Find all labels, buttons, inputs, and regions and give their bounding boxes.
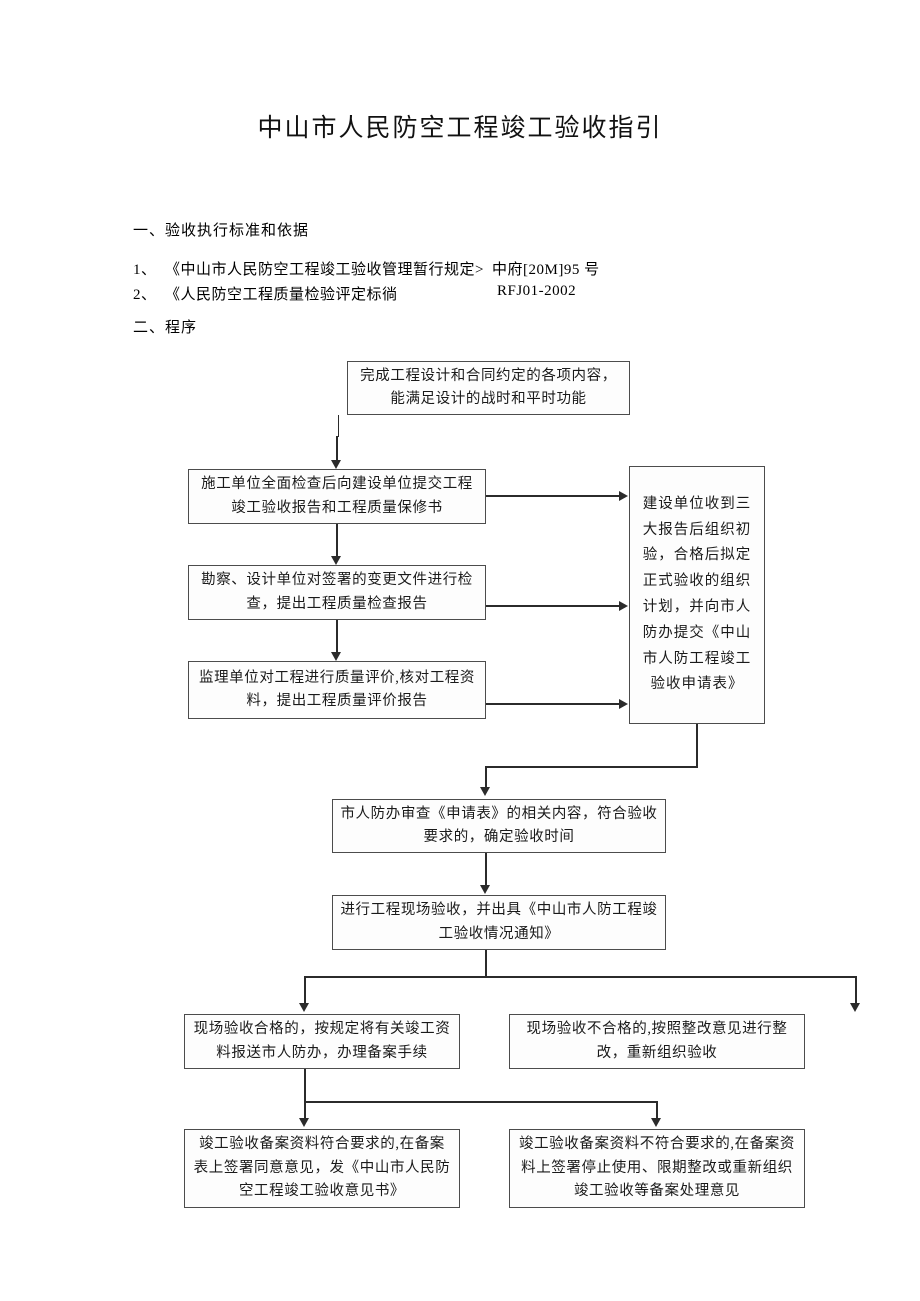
arrow-into-pass-branch (299, 1003, 309, 1012)
arrow-into-fail-branch (850, 1003, 860, 1012)
flow-node-supervision-unit: 监理单位对工程进行质量评价,核对工程资料，提出工程质量评价报告 (188, 661, 486, 719)
flow-node-civil-defense-review: 市人防办审查《申请表》的相关内容，符合验收要求的，确定验收时间 (332, 799, 666, 853)
arrow-into-site-acceptance (480, 885, 490, 894)
connector-site-acceptance-down (485, 950, 487, 977)
connector-start-vertical-stub (337, 415, 340, 437)
flow-node-record-pass: 竣工验收备案资料符合要求的,在备案表上签署同意意见，发《中山市人民防空工程竣工验… (184, 1129, 460, 1208)
reference-code-1: 中府[20M]95 号 (492, 262, 600, 278)
flow-node-construction-owner: 建设单位收到三大报告后组织初验，合格后拟定正式验收的组织计划，并向市人防办提交《… (629, 466, 765, 724)
reference-code-2: RFJ01-2002 (497, 283, 577, 299)
flow-node-survey-design-unit: 勘察、设计单位对签署的变更文件进行检查，提出工程质量检查报告 (188, 565, 486, 620)
section-heading-standards: 一、验收执行标准和依据 (133, 223, 310, 239)
connector-branch-horizontal (304, 976, 857, 978)
flow-node-site-acceptance: 进行工程现场验收，并出具《中山市人防工程竣工验收情况通知》 (332, 895, 666, 950)
connector-record-crosslink (304, 1101, 657, 1103)
arrow-into-construction-unit (331, 460, 341, 469)
connector-supervision-to-owner (486, 703, 620, 705)
connector-owner-to-review-down (485, 766, 487, 790)
arrow-into-owner-from-supervision (619, 698, 628, 709)
section-heading-procedure: 二、程序 (133, 320, 198, 336)
arrow-into-owner-from-survey (619, 600, 628, 611)
arrow-into-owner-from-construction (619, 490, 628, 501)
connector-owner-down (696, 724, 698, 767)
reference-name-2: 《人民防空工程质量检验评定标徜 (165, 287, 398, 303)
flow-node-start: 完成工程设计和合同约定的各项内容，能满足设计的战时和平时功能 (347, 361, 630, 415)
reference-index-2: 2、 (133, 287, 157, 303)
connector-survey-to-owner (486, 605, 620, 607)
arrow-into-record-fail (651, 1118, 661, 1127)
flow-node-fail-branch: 现场验收不合格的,按照整改意见进行整改，重新组织验收 (509, 1014, 805, 1069)
connector-construction-to-survey (336, 524, 338, 556)
flow-node-pass-branch: 现场验收合格的，按规定将有关竣工资料报送市人防办，办理备案手续 (184, 1014, 460, 1069)
connector-start-down (336, 436, 338, 464)
connector-branch-left-down (304, 976, 306, 1006)
flow-node-construction-unit: 施工单位全面检查后向建设单位提交工程竣工验收报告和工程质量保修书 (188, 469, 486, 524)
connector-construction-to-owner (486, 495, 620, 497)
reference-index-1: 1、 (133, 262, 157, 278)
arrow-into-survey-design-unit (331, 556, 341, 565)
connector-owner-left (485, 766, 698, 768)
page-title: 中山市人民防空工程竣工验收指引 (257, 114, 663, 142)
connector-branch-right-down (855, 976, 857, 1006)
reference-name-1: 《中山市人民防空工程竣工验收管理暂行规定> (165, 262, 484, 278)
connector-record-fail-down (656, 1101, 658, 1122)
arrow-into-record-pass (299, 1118, 309, 1127)
connector-survey-to-supervision (336, 620, 338, 652)
connector-pass-to-record-pass (304, 1069, 306, 1122)
flow-node-record-fail: 竣工验收备案资料不符合要求的,在备案资料上签署停止使用、限期整改或重新组织竣工验… (509, 1129, 805, 1208)
arrow-into-civil-defense-review (480, 787, 490, 796)
connector-review-to-site-acceptance (485, 853, 487, 885)
arrow-into-supervision-unit (331, 652, 341, 661)
